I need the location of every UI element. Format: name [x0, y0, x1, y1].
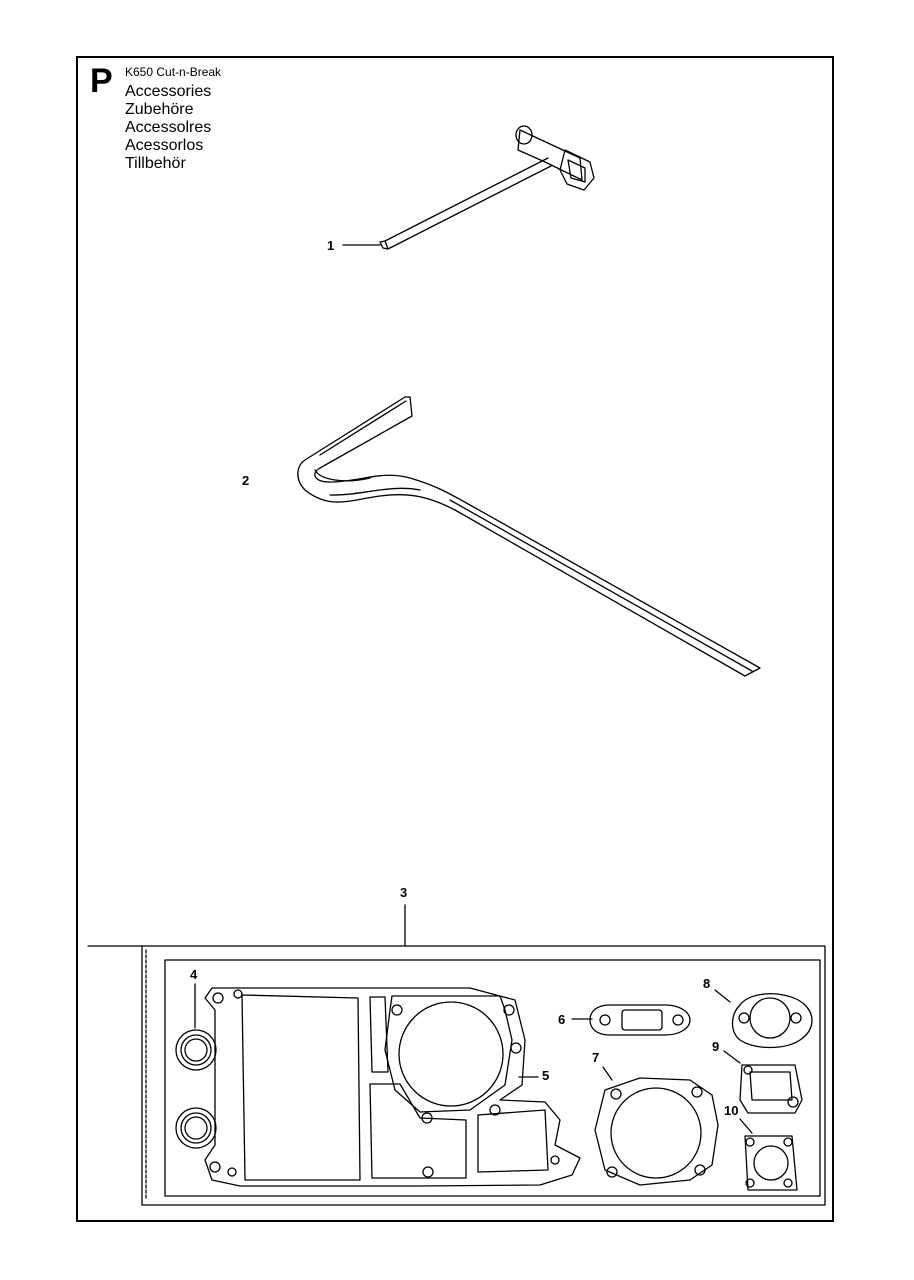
callout-9: 9	[712, 1039, 720, 1054]
model-name: K650 Cut-n-Break	[125, 65, 222, 79]
callout-6: 6	[558, 1012, 566, 1027]
callout-10: 10	[724, 1103, 739, 1118]
callout-7: 7	[592, 1050, 600, 1065]
combination-wrench-drawing	[342, 125, 595, 250]
section-titles: Accessories Zubehöre Accessolres Acessor…	[125, 83, 211, 173]
callout-5: 5	[542, 1068, 550, 1083]
callout-4: 4	[190, 967, 198, 982]
callout-3: 3	[400, 885, 408, 900]
title-sv: Tillbehör	[125, 155, 186, 172]
section-letter: P	[90, 62, 113, 100]
pry-bar-drawing	[297, 396, 761, 677]
callout-8: 8	[703, 976, 711, 991]
page-frame	[76, 56, 834, 1222]
callout-2: 2	[242, 473, 250, 488]
gasket-kit-drawing	[87, 904, 826, 1206]
title-de: Zubehöre	[125, 101, 194, 118]
title-pt: Acessorlos	[125, 137, 204, 154]
callout-1: 1	[327, 238, 335, 253]
title-fr: Accessolres	[125, 119, 212, 136]
title-en: Accessories	[125, 83, 212, 100]
